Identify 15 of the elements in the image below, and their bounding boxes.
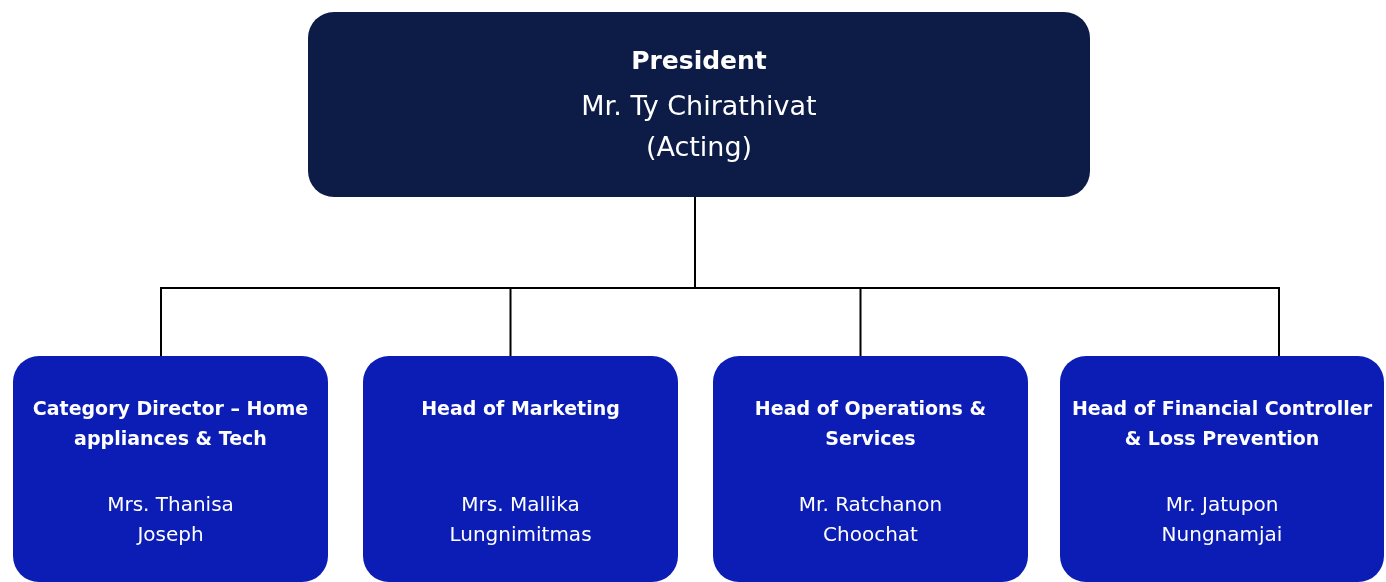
- person-name: Mr. Jatupon Nungnamjai: [1160, 491, 1284, 548]
- president-box: [308, 12, 1090, 197]
- title: President: [630, 45, 768, 77]
- person-name: Mrs. Mallika Lungnimitmas: [448, 491, 593, 548]
- heading: Head of Marketing: [420, 396, 621, 421]
- role-box: [713, 356, 1028, 582]
- role-box: [363, 356, 678, 582]
- role-box: [1060, 356, 1384, 582]
- person-name: Mr. Ty Chirathivat (Acting): [580, 89, 818, 164]
- person-name: Mrs. Thanisa Joseph: [106, 491, 235, 548]
- person-name: Mr. Ratchanon Choochat: [797, 491, 944, 548]
- heading: Head of Financial Controller & Loss Prevention: [1070, 396, 1374, 452]
- heading: Category Director – Home appliances & Tech: [31, 396, 310, 452]
- role-box: [13, 356, 328, 582]
- heading: Head of Operations & Services: [753, 396, 988, 452]
